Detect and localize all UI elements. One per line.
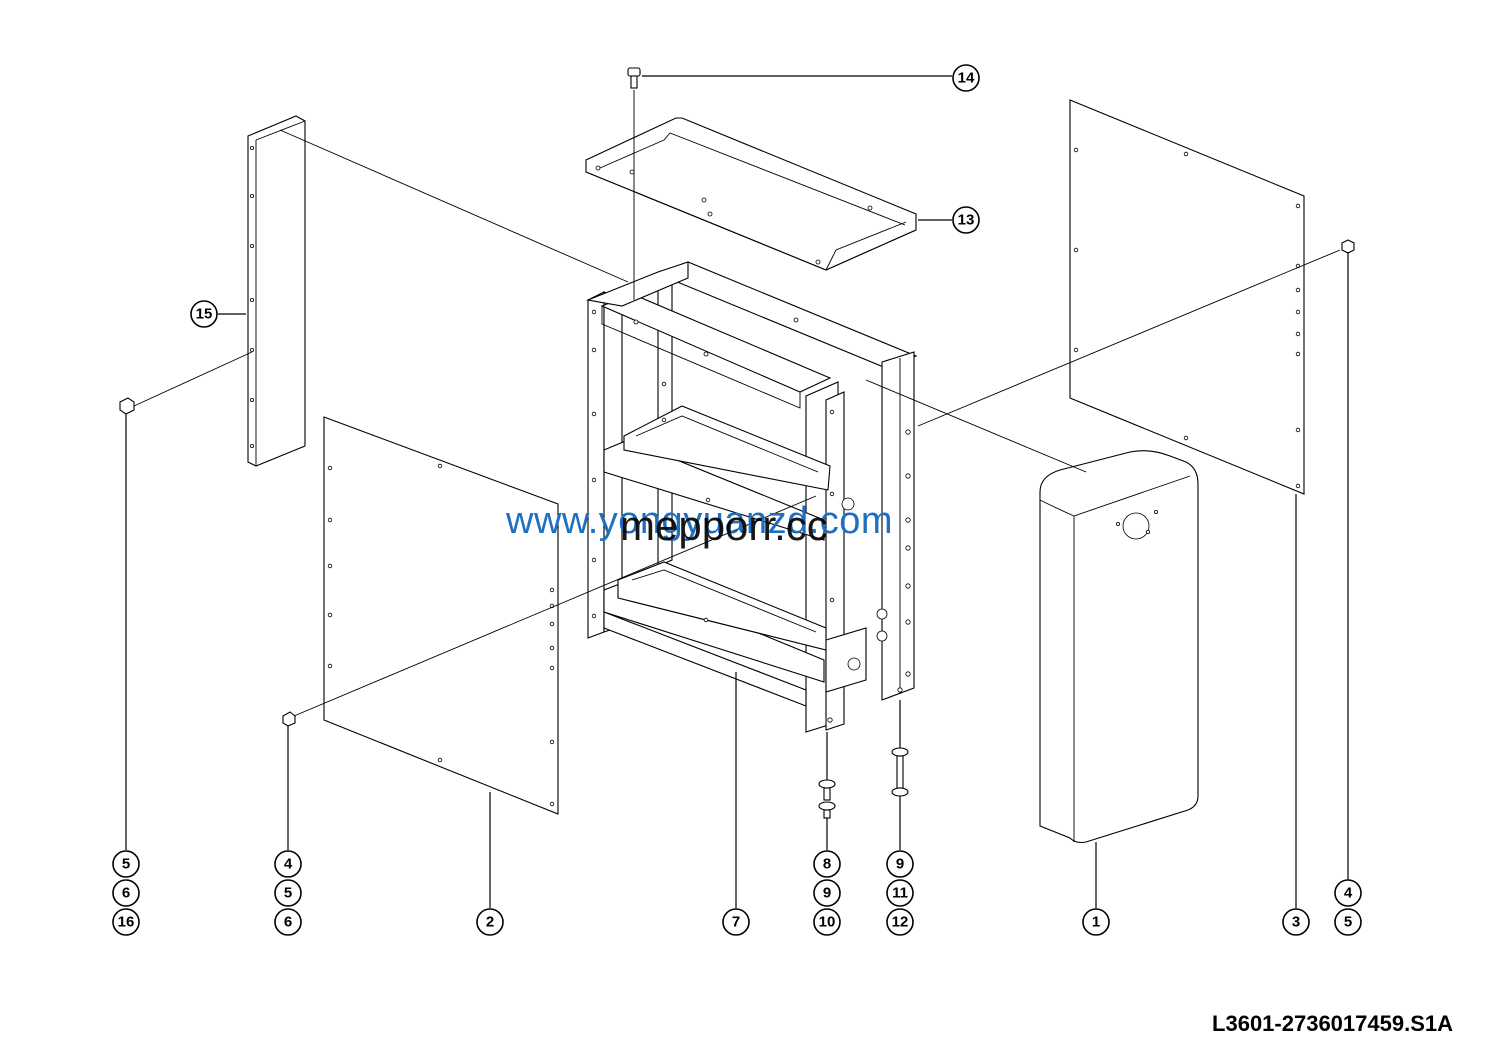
- watermark-url: www.yongyuanzd.com: [506, 500, 894, 542]
- svg-text:6: 6: [122, 885, 130, 902]
- fastener-right-screw: [1341, 239, 1355, 254]
- callout-1: 1: [1082, 908, 1110, 936]
- svg-text:16: 16: [118, 914, 135, 931]
- callout-5: 5: [112, 850, 140, 878]
- svg-text:5: 5: [284, 885, 292, 902]
- svg-text:15: 15: [196, 306, 213, 323]
- svg-text:1: 1: [1092, 914, 1100, 931]
- part-2-left-panel: [323, 416, 559, 815]
- fastener-stack-9-11-12: [891, 747, 909, 797]
- svg-text:11: 11: [892, 885, 908, 902]
- part-14-screw: [627, 67, 641, 89]
- watermark-secondary: mepporr.cc: [620, 502, 828, 549]
- callout-9: 9: [886, 850, 914, 878]
- fastener-left-nut: [119, 397, 135, 415]
- svg-text:10: 10: [819, 914, 836, 931]
- callout-16: 16: [112, 908, 140, 936]
- callout-6: 6: [274, 908, 302, 936]
- callout-4: 4: [1334, 879, 1362, 907]
- callout-3: 3: [1282, 908, 1310, 936]
- svg-text:2: 2: [486, 914, 494, 931]
- svg-text:8: 8: [823, 856, 831, 873]
- svg-text:9: 9: [896, 856, 904, 873]
- callout-11: 11: [886, 879, 914, 907]
- callout-5: 5: [274, 879, 302, 907]
- callout-9: 9: [813, 879, 841, 907]
- svg-text:6: 6: [284, 914, 292, 931]
- callout-6: 6: [112, 879, 140, 907]
- callout-13: 13: [952, 206, 980, 234]
- callout-8: 8: [813, 850, 841, 878]
- part-15-side-bracket: [247, 115, 306, 467]
- callout-2: 2: [476, 908, 504, 936]
- callout-10: 10: [813, 908, 841, 936]
- part-1-right-casing: [1039, 450, 1199, 844]
- document-code: L3601-2736017459.S1A: [1212, 1011, 1453, 1036]
- svg-text:4: 4: [284, 856, 293, 873]
- svg-text:7: 7: [732, 914, 740, 931]
- callout-5: 5: [1334, 908, 1362, 936]
- svg-text:14: 14: [958, 70, 975, 87]
- fastener-panel-screw: [282, 711, 296, 727]
- callout-14: 14: [952, 64, 980, 92]
- svg-text:9: 9: [823, 885, 831, 902]
- leader-lines: [125, 75, 1349, 908]
- part-3-right-panel: [1069, 99, 1305, 495]
- svg-text:5: 5: [122, 856, 130, 873]
- callout-7: 7: [722, 908, 750, 936]
- fastener-stack-8-9-10: [818, 779, 836, 819]
- callout-12: 12: [886, 908, 914, 936]
- svg-text:4: 4: [1344, 885, 1353, 902]
- part-7-main-frame: [586, 261, 918, 733]
- svg-text:13: 13: [958, 212, 975, 229]
- part-13-top-cover: [585, 117, 917, 271]
- svg-text:5: 5: [1344, 914, 1352, 931]
- callout-4: 4: [274, 850, 302, 878]
- callout-15: 15: [190, 300, 218, 328]
- svg-text:3: 3: [1292, 914, 1300, 931]
- svg-text:12: 12: [892, 914, 909, 931]
